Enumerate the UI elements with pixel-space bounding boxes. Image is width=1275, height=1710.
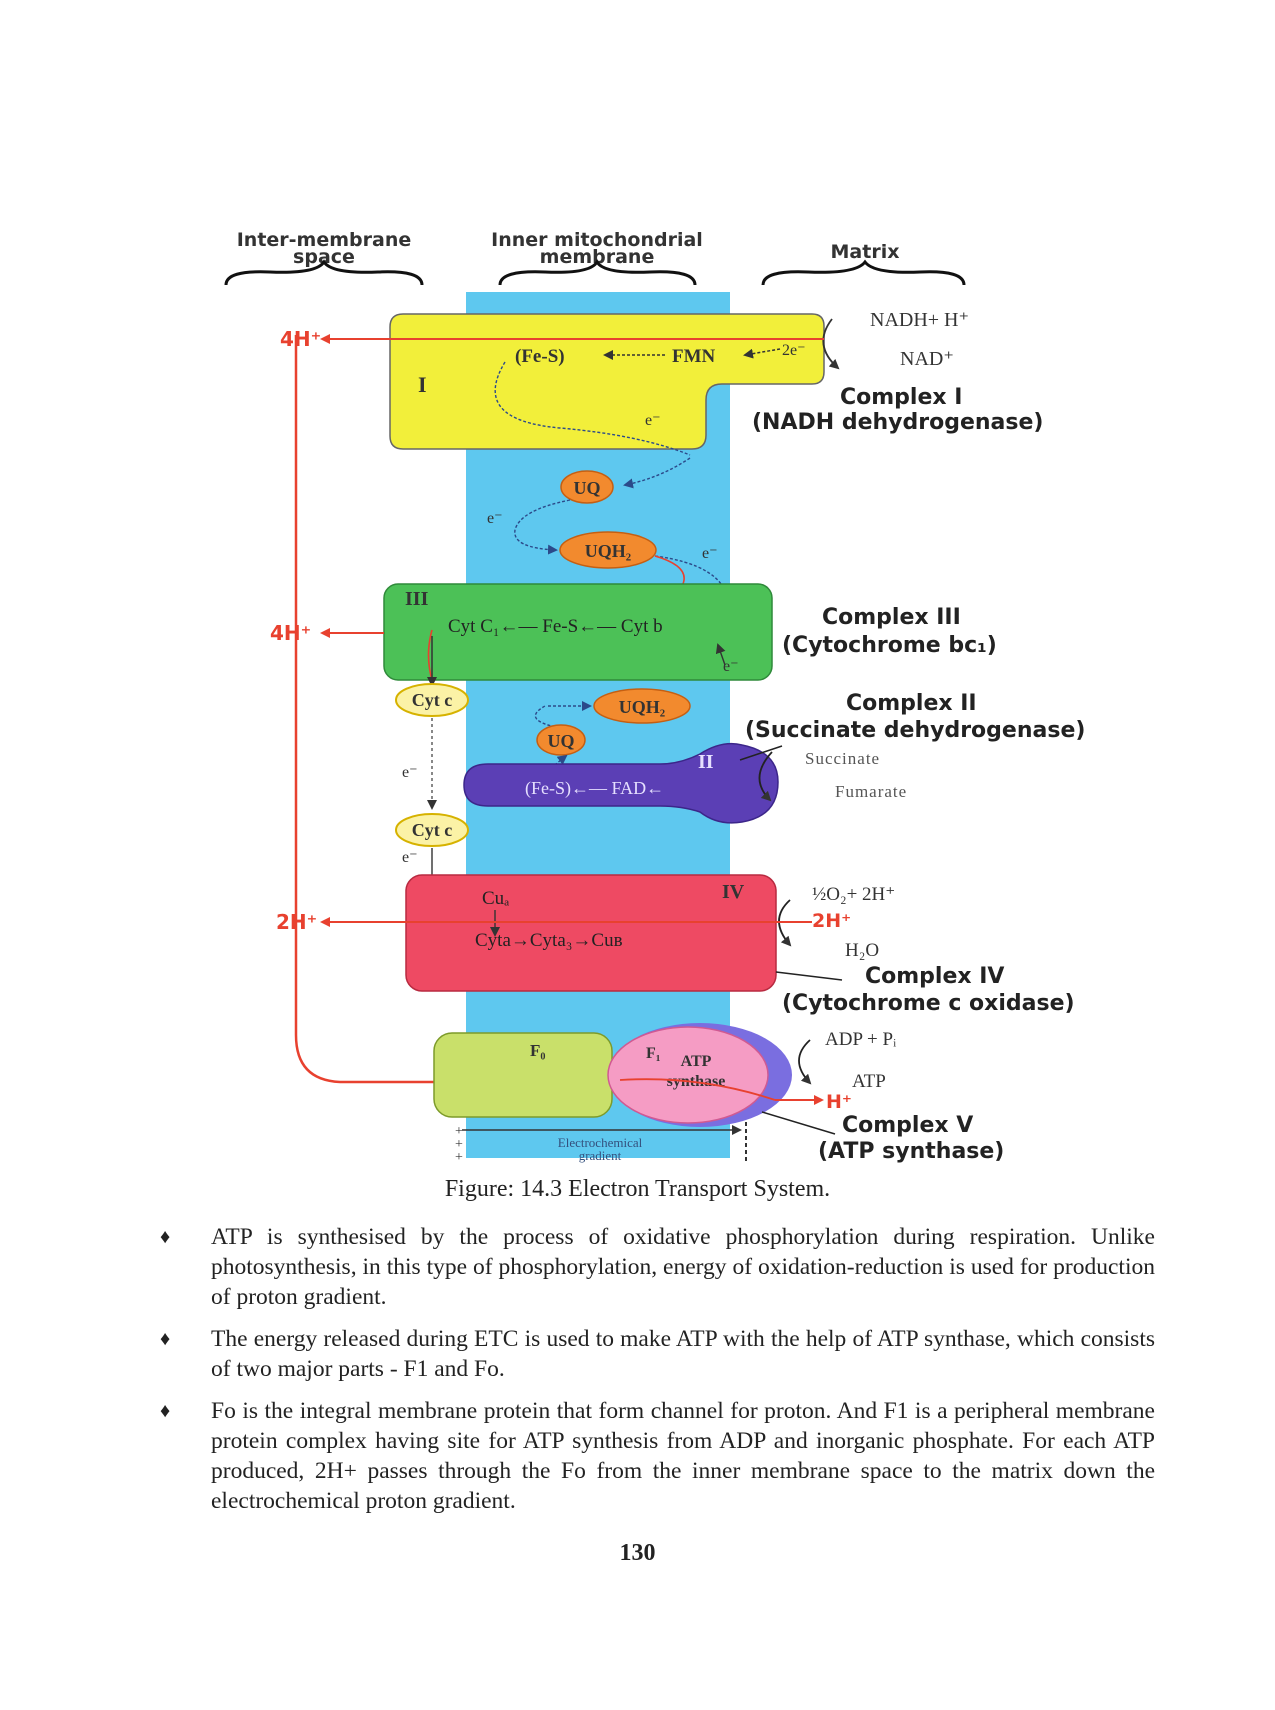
svg-text:+: + — [455, 1124, 463, 1139]
f1-subunit — [607, 1026, 769, 1124]
svg-text:UQ: UQ — [548, 731, 575, 751]
brace-intermembrane — [224, 259, 424, 286]
uq-carrier-1 — [560, 470, 614, 504]
complex-i-roman: I — [418, 372, 427, 397]
uqh2-carrier-2 — [593, 688, 691, 724]
complex-i: I (Fe-S) FMN 2e⁻ e⁻ NADH+ H⁺ NAD⁺ Comple… — [389, 309, 1043, 456]
svg-text:IV: IV — [722, 881, 745, 903]
page-number: 130 — [619, 1540, 656, 1566]
region-intermembrane-label: Inter-membrane space — [224, 229, 424, 286]
complex-iii-chain: Cyt C₁←— Fe-S←— Cyt b — [448, 616, 663, 637]
electron-transport-diagram: Inter-membrane space Inner mitochondrial… — [224, 229, 1085, 1165]
svg-text:e⁻: e⁻ — [723, 658, 739, 675]
complex-ii: II (Fe-S)←— FAD← Succinate Fumarate Comp… — [463, 691, 1085, 824]
h-out-label: H⁺ — [826, 1091, 852, 1113]
complex-ii-name: Complex II — [846, 691, 977, 716]
svg-text:Cyt c: Cyt c — [412, 690, 452, 710]
complex-iv-shape — [405, 874, 777, 992]
complex-iv: IV Cuₐ Cyta→Cyta₃→Cuʙ ½O₂+ 2H⁺ 2H⁺ H₂O C… — [405, 874, 1075, 1016]
complex-iii-full: (Cytochrome bc₁) — [782, 633, 997, 658]
complex-ii-full: (Succinate dehydrogenase) — [745, 718, 1085, 743]
cyt-e-2: e⁻ — [402, 849, 418, 866]
water-label: H₂O — [845, 940, 879, 961]
complex-iii: III Cyt C₁←— Fe-S←— Cyt b e⁻ Complex III… — [383, 583, 997, 687]
diamond-bullet-icon: ♦ — [160, 1328, 171, 1350]
bullet-list: ♦ATP is synthesised by the process of ox… — [160, 1222, 1155, 1528]
oxygen-label: ½O₂+ 2H⁺ — [812, 884, 895, 905]
complex-iv-name: Complex IV — [865, 964, 1004, 989]
adp-label: ADP + Pᵢ — [825, 1029, 896, 1050]
cytc-carrier-1 — [395, 683, 469, 717]
proton-label-complex-i: 4H⁺ — [280, 327, 321, 351]
complex-i-shape — [389, 313, 825, 450]
f1-label: F₁ — [646, 1045, 661, 1062]
svg-text:UQH₂: UQH₂ — [585, 541, 631, 561]
complex-i-name: Complex I — [840, 385, 962, 410]
brace-matrix — [761, 259, 966, 286]
complex-iv-chain: Cyta→Cyta₃→Cuʙ — [475, 930, 623, 951]
uqh2-carrier-1 — [559, 531, 657, 569]
complex-v-full: (ATP synthase) — [818, 1139, 1004, 1164]
svg-text:Inner mitochondrial: Inner mitochondrial — [491, 229, 703, 251]
complex-i-fes: (Fe-S) — [515, 346, 565, 367]
svg-text:UQH₂: UQH₂ — [619, 697, 665, 717]
svg-text:Inter-membrane: Inter-membrane — [237, 229, 412, 251]
nadh-label: NADH+ H⁺ — [870, 309, 969, 331]
diamond-bullet-icon: ♦ — [160, 1226, 171, 1248]
fo-subunit — [433, 1032, 613, 1118]
complex-v-name: Complex V — [842, 1113, 973, 1138]
complex-iv-2h-label: 2H⁺ — [812, 910, 851, 932]
complex-i-2e: 2e⁻ — [782, 342, 806, 359]
complex-ii-shape — [463, 742, 779, 824]
cyt-e-1: e⁻ — [402, 764, 418, 781]
svg-text:Cyt c: Cyt c — [412, 820, 452, 840]
complex-iv-cua: Cuₐ — [482, 888, 509, 909]
complex-i-fmn: FMN — [672, 346, 716, 367]
proton-label-complex-iv: 2H⁺ — [276, 910, 317, 934]
complex-v: F₀ F₁ ATP synthase ADP + Pᵢ ATP H⁺ Compl… — [433, 1023, 1004, 1164]
complex-i-e: e⁻ — [645, 412, 661, 429]
diamond-bullet-icon: ♦ — [160, 1400, 171, 1422]
atp-label: ATP — [852, 1071, 886, 1092]
svg-text:Electrochemical: Electrochemical — [558, 1135, 643, 1150]
carrier-e-right: e⁻ — [702, 545, 718, 562]
complex-iv-full: (Cytochrome c oxidase) — [782, 991, 1075, 1016]
svg-text:space: space — [293, 246, 355, 268]
region-matrix-label: Matrix — [761, 241, 966, 286]
brace-membrane — [498, 259, 697, 286]
list-item: ♦Fo is the integral membrane protein tha… — [160, 1398, 1155, 1514]
nad-label: NAD⁺ — [900, 348, 954, 370]
svg-text:UQ: UQ — [574, 478, 601, 498]
succinate-label: Succinate — [805, 749, 880, 768]
svg-text:gradient: gradient — [579, 1148, 622, 1163]
complex-ii-chain: (Fe-S)←— FAD← — [525, 778, 664, 799]
fumarate-label: Fumarate — [835, 782, 907, 801]
svg-text:Matrix: Matrix — [831, 241, 900, 263]
list-item: ♦The energy released during ETC is used … — [160, 1326, 1155, 1382]
list-item: ♦ATP is synthesised by the process of ox… — [160, 1224, 1155, 1310]
complex-iii-name: Complex III — [822, 605, 961, 630]
region-membrane-label: Inner mitochondrial membrane — [491, 229, 703, 286]
proton-label-complex-iii: 4H⁺ — [270, 621, 311, 645]
svg-text:II: II — [698, 751, 714, 773]
complex-i-full: (NADH dehydrogenase) — [752, 410, 1043, 435]
cytc-carrier-2 — [395, 813, 469, 847]
fo-label: F₀ — [530, 1041, 545, 1060]
carrier-e-left: e⁻ — [487, 510, 503, 527]
svg-text:III: III — [405, 588, 429, 610]
svg-text:ATP: ATP — [681, 1053, 712, 1070]
figure-caption: Figure: 14.3 Electron Transport System. — [444, 1176, 831, 1202]
electrochemical-gradient: + + + Electrochemical gradient — [455, 1122, 747, 1165]
svg-text:+: + — [455, 1137, 463, 1152]
svg-text:+: + — [455, 1150, 463, 1165]
svg-text:membrane: membrane — [540, 246, 655, 268]
